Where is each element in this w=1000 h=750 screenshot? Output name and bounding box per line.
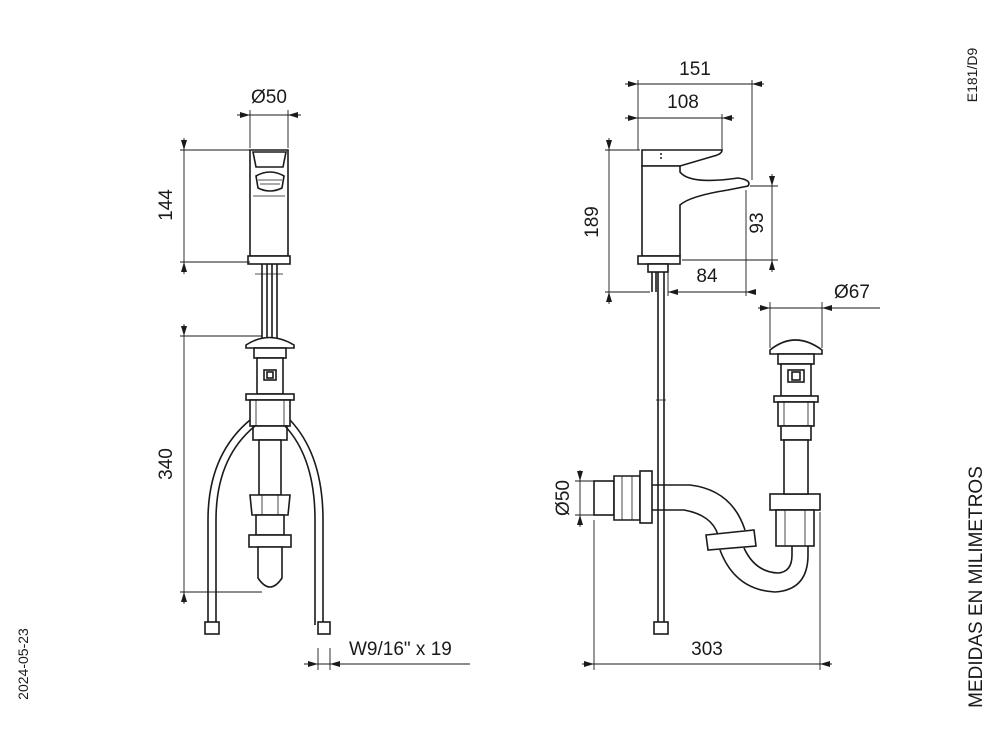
side-dim-lever-reach: 108 bbox=[667, 92, 699, 113]
front-hoses bbox=[204, 419, 331, 635]
front-dim-drain-height: 340 bbox=[156, 448, 177, 480]
front-drain-assembly bbox=[245, 336, 295, 588]
side-dim-trap-length: 303 bbox=[691, 639, 723, 660]
side-dim-pipe-diameter: Ø50 bbox=[553, 480, 574, 516]
side-mounting-rods bbox=[647, 263, 669, 635]
side-drain-assembly bbox=[769, 339, 823, 495]
side-dim-drain-diameter: Ø67 bbox=[834, 282, 870, 303]
front-dim-faucet-height: 144 bbox=[156, 189, 177, 221]
side-dim-total-height: 189 bbox=[582, 206, 603, 238]
units-note: MEDIDAS EN MILIMETROS bbox=[966, 466, 987, 708]
side-faucet-body bbox=[637, 149, 750, 265]
side-dim-spout-reach: 84 bbox=[696, 266, 718, 287]
side-view bbox=[575, 80, 880, 670]
front-faucet-body bbox=[247, 149, 291, 265]
drawing-date: 2024-05-23 bbox=[15, 628, 31, 700]
side-dim-spout-height: 93 bbox=[747, 212, 768, 233]
front-dimensions bbox=[180, 110, 470, 670]
front-mounting-rods bbox=[255, 264, 283, 340]
side-dim-total-reach: 151 bbox=[679, 59, 711, 80]
front-dim-hose-thread: W9/16" x 19 bbox=[349, 639, 452, 660]
side-dimensions bbox=[575, 80, 880, 670]
side-trap bbox=[593, 470, 821, 593]
front-view bbox=[180, 110, 470, 670]
drawing-code: E181/D9 bbox=[964, 48, 980, 103]
front-dim-diameter-top: Ø50 bbox=[251, 87, 287, 108]
